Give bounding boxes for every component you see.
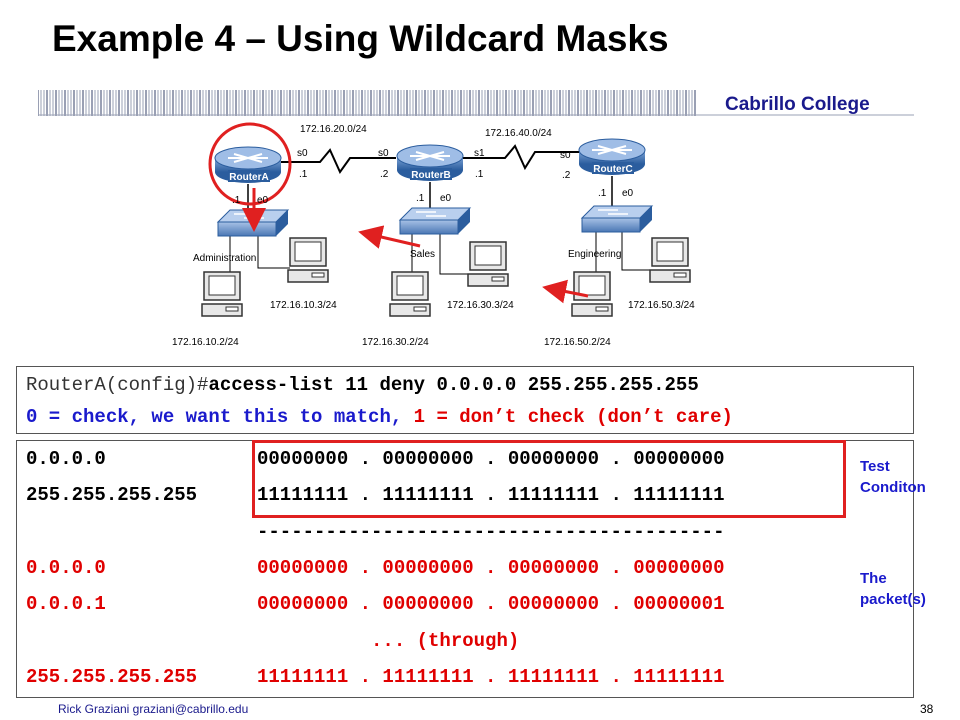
mask-row-bits: 11111111 . 11111111 . 11111111 . 1111111… — [257, 665, 725, 688]
interface-label: .2 — [380, 169, 389, 180]
mask-row-bits: 11111111 . 11111111 . 11111111 . 1111111… — [257, 484, 725, 507]
test-condition-highlight — [252, 440, 846, 518]
mask-row-address: 255.255.255.255 — [26, 484, 198, 507]
router-a-highlight — [208, 122, 292, 206]
interface-label: .1 — [475, 169, 484, 180]
pc-icon — [467, 241, 509, 287]
interface-label: s1 — [474, 148, 485, 159]
interface-label: e0 — [440, 193, 452, 204]
mask-row-bits: 00000000 . 00000000 . 00000000 . 0000000… — [257, 593, 725, 616]
mask-row-address: 0.0.0.0 — [26, 448, 106, 470]
host-ip-label: 172.16.30.2/24 — [362, 337, 429, 348]
switch-sales-icon — [399, 207, 471, 235]
barcode-decoration — [38, 90, 914, 116]
pc-icon — [287, 237, 329, 283]
interface-label: .1 — [232, 195, 241, 206]
host-ip-label: 172.16.10.3/24 — [270, 300, 337, 311]
interface-label: s0 — [378, 148, 389, 159]
command-line: RouterA(config)#access-list 11 deny 0.0.… — [26, 374, 699, 396]
cli-prompt: RouterA(config)# — [26, 374, 209, 396]
host-ip-label: 172.16.50.3/24 — [628, 300, 695, 311]
pc-icon — [389, 271, 431, 317]
router-b-label: RouterB — [411, 170, 450, 181]
page-title: Example 4 – Using Wildcard Masks — [52, 18, 669, 59]
interface-label: .1 — [416, 193, 425, 204]
legend-dont-care: 1 = don’t check (don’t care) — [413, 406, 733, 428]
cli-command: access-list 11 deny 0.0.0.0 255.255.255.… — [208, 374, 699, 396]
lan-label: Engineering — [568, 249, 621, 260]
lan-label: Sales — [410, 249, 435, 260]
mask-row-bits: ... (through) — [257, 629, 520, 652]
interface-label: .1 — [299, 169, 308, 180]
network-label: 172.16.40.0/24 — [485, 128, 552, 139]
interface-label: e0 — [257, 195, 269, 206]
lan-label: Administration — [193, 253, 256, 264]
college-logo: Cabrillo College — [725, 94, 870, 115]
test-condition-label: Test Conditon — [860, 458, 926, 496]
host-ip-label: 172.16.50.2/24 — [544, 337, 611, 348]
interface-label: .1 — [598, 188, 607, 199]
mask-row-bits: 00000000 . 00000000 . 00000000 . 0000000… — [257, 448, 725, 470]
page-number: 38 — [920, 702, 934, 716]
packets-label: The packet(s) — [860, 570, 926, 608]
interface-label: s0 — [297, 148, 308, 159]
bit-legend: 0 = check, we want this to match, 1 = do… — [26, 406, 733, 428]
command-box — [16, 366, 914, 434]
footer-author: Rick Graziani graziani@cabrillo.edu — [58, 702, 249, 716]
pc-icon — [201, 271, 243, 317]
host-ip-label: 172.16.30.3/24 — [447, 300, 514, 311]
mask-row-address: 0.0.0.1 — [26, 593, 106, 616]
pc-icon — [649, 237, 691, 283]
mask-row-address: 255.255.255.255 — [26, 665, 198, 688]
router-c-label: RouterC — [593, 164, 632, 175]
network-topology-diagram: RouterA RouterB RouterC 172.16.20.0/24 1… — [172, 122, 695, 348]
arrow-sales-traffic — [358, 225, 421, 249]
interface-label: .2 — [562, 170, 571, 181]
switch-engineering-icon — [581, 205, 653, 233]
mask-row-bits: ----------------------------------------… — [257, 520, 725, 543]
router-a-label: RouterA — [229, 172, 268, 183]
interface-label: e0 — [622, 188, 634, 199]
legend-check: 0 = check, we want this to match, — [26, 406, 414, 428]
mask-row-address: 0.0.0.0 — [26, 556, 106, 579]
interface-label: s0 — [560, 150, 571, 161]
network-label: 172.16.20.0/24 — [300, 124, 367, 135]
mask-row-bits: 00000000 . 00000000 . 00000000 . 0000000… — [257, 556, 725, 579]
arrow-engineering-traffic — [542, 279, 589, 304]
host-ip-label: 172.16.10.2/24 — [172, 337, 239, 348]
